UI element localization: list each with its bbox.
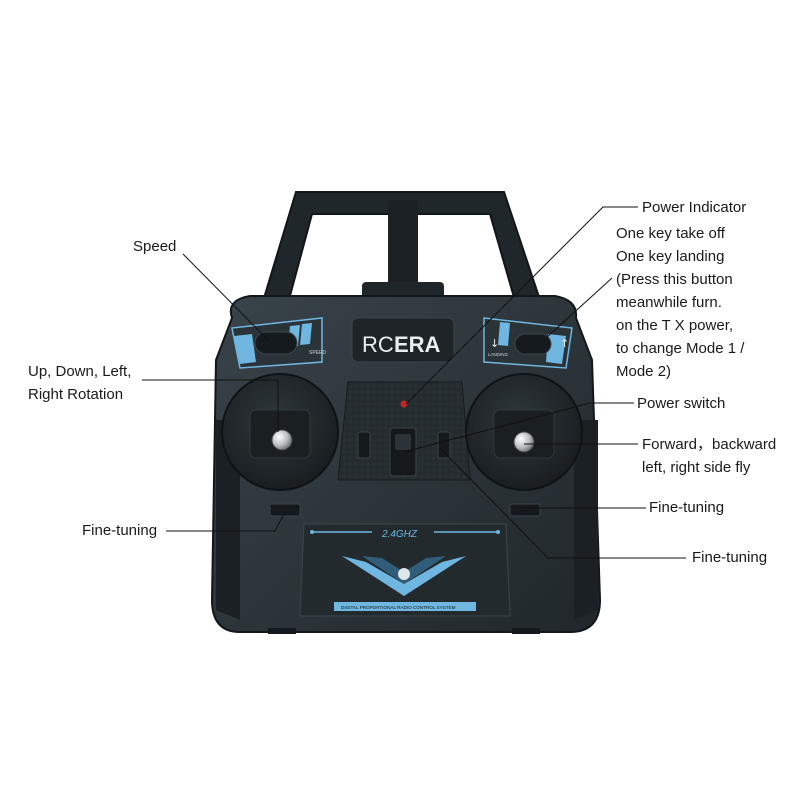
left-trim-horizontal: [269, 503, 301, 517]
speed-button-caption: SPEED: [309, 350, 326, 356]
speed-button: [254, 331, 298, 355]
label-power-switch: Power switch: [637, 395, 726, 412]
brand-era: ERA: [394, 332, 441, 357]
landing-arrow-icon: ↓: [490, 337, 499, 350]
leader-fine-tuning-left: [166, 511, 286, 532]
label-left-stick: Up, Down, Left, Right Rotation: [28, 363, 132, 403]
leader-lines: [142, 206, 686, 559]
antenna: [388, 200, 418, 292]
label-speed: Speed: [133, 238, 177, 255]
right-trim-horizontal: [509, 503, 541, 517]
leader-left-stick: [142, 379, 279, 432]
label-power-indicator: Power Indicator: [642, 199, 747, 216]
brand-rc: RC: [362, 332, 394, 357]
leader-power-indicator: [405, 206, 638, 405]
one-key-button: [514, 333, 552, 355]
label-fine-tuning-right-upper: Fine-tuning: [649, 499, 725, 516]
left-stick-knob: [271, 429, 293, 451]
leader-one-key: [545, 277, 613, 339]
right-stick-knob: [513, 431, 535, 453]
landing-caption: LANDING: [488, 352, 509, 357]
leader-fine-tuning-bottom: [439, 447, 686, 559]
right-trim-vertical: [437, 431, 451, 459]
left-trim-vertical: [357, 431, 371, 459]
power-indicator-led: [400, 400, 408, 408]
leader-power-switch: [403, 402, 634, 453]
label-one-key: One key take off One key landing (Press …: [616, 225, 745, 380]
leader-speed: [182, 253, 269, 341]
label-fine-tuning-bottom: Fine-tuning: [692, 549, 768, 566]
eagle-logo: [342, 556, 466, 596]
frequency-badge: 2.4GHZ: [381, 529, 418, 540]
footer-text: DIGITAL PROPORTIONAL RADIO CONTROL SYSTE…: [341, 605, 456, 610]
label-right-stick: Forward，backward left, right side fly: [642, 436, 777, 476]
label-fine-tuning-left: Fine-tuning: [82, 522, 158, 539]
takeoff-arrow-icon: ↑: [560, 337, 569, 350]
brand-plate: [351, 317, 455, 363]
